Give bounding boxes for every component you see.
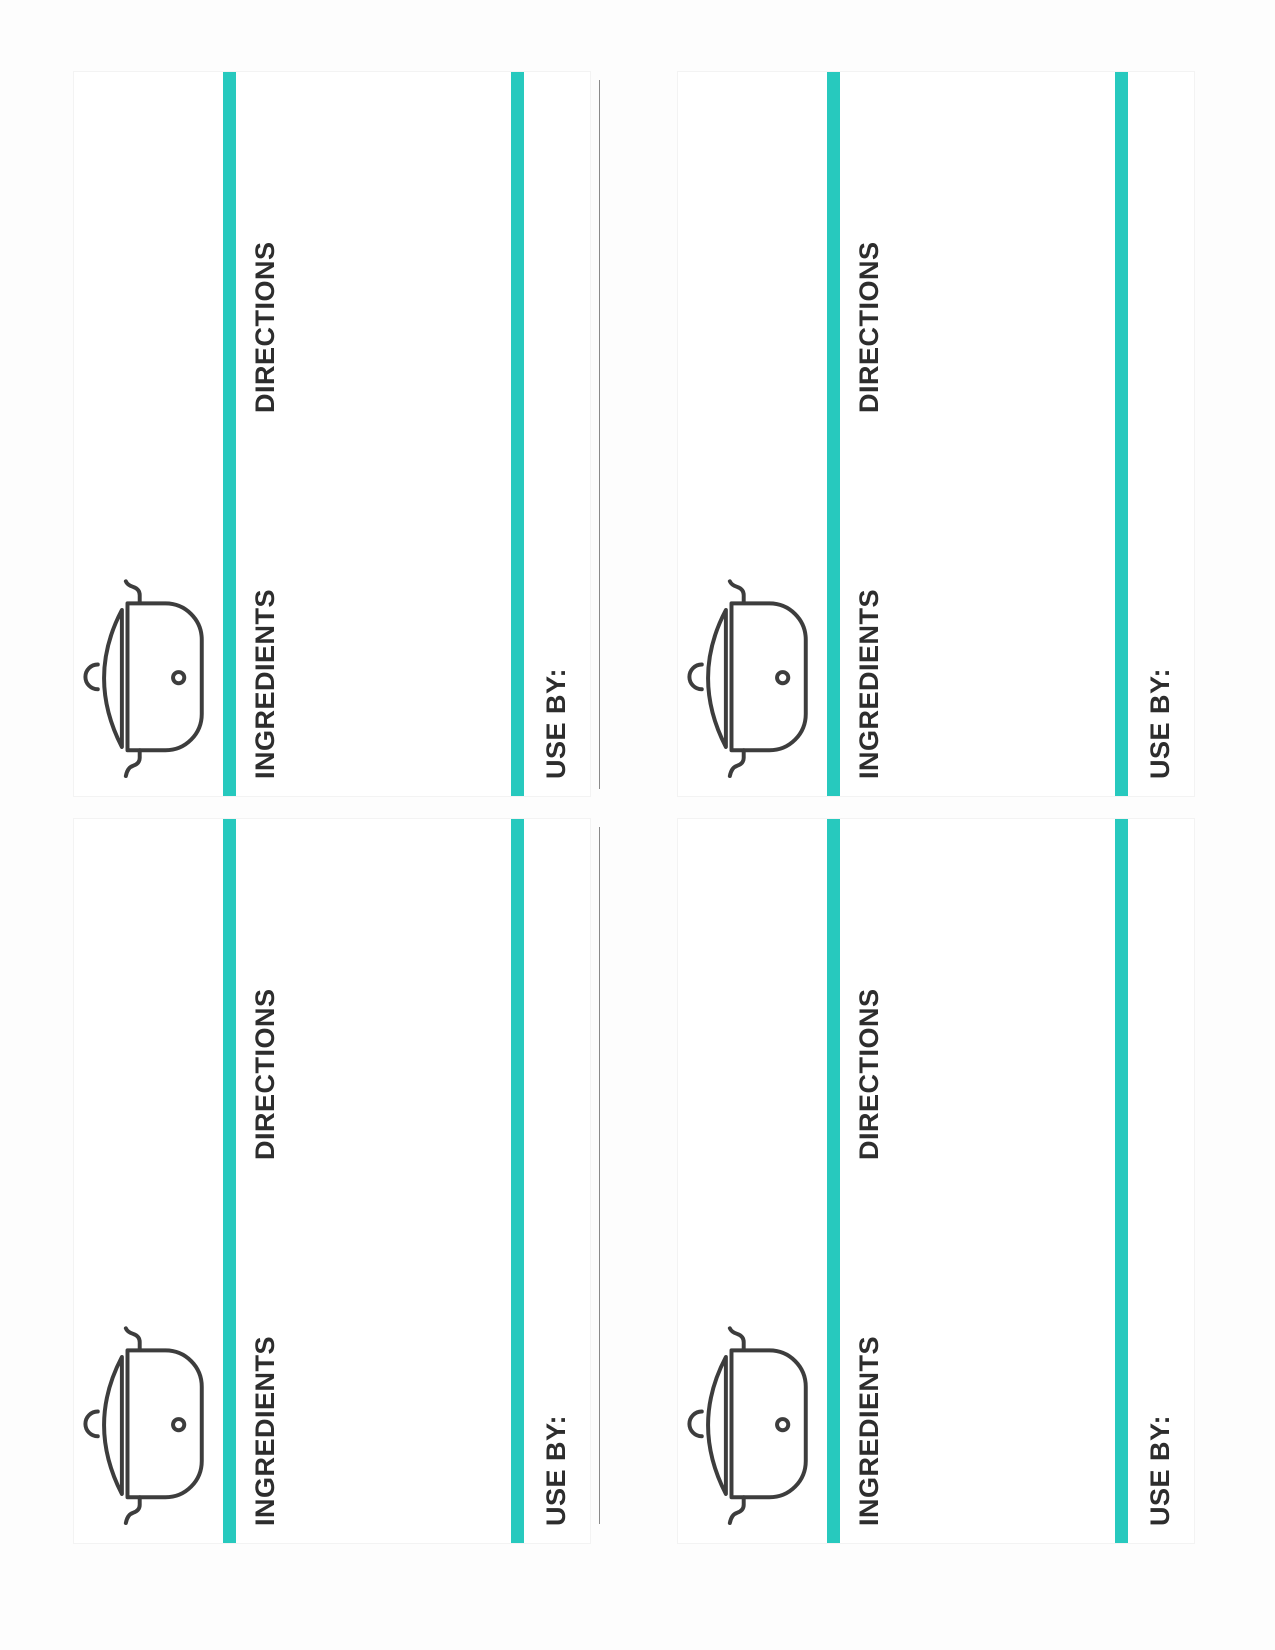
ingredients-label: INGREDIENTS [250, 588, 280, 779]
use-by-label: USE BY: [541, 1414, 571, 1526]
ingredients-label: INGREDIENTS [854, 1335, 884, 1526]
cut-line [599, 827, 600, 1524]
accent-bar [511, 72, 524, 796]
accent-bar [511, 819, 524, 1543]
accent-bar [1115, 72, 1128, 796]
ingredients-label: INGREDIENTS [250, 1335, 280, 1526]
use-by-label: USE BY: [1145, 1414, 1175, 1526]
recipe-card: INGREDIENTS DIRECTIONS USE BY: [677, 71, 1195, 797]
directions-label: DIRECTIONS [250, 988, 280, 1160]
directions-label: DIRECTIONS [854, 988, 884, 1160]
covered-pot-icon [83, 579, 204, 779]
cut-line [599, 80, 600, 789]
recipe-card: INGREDIENTS DIRECTIONS USE BY: [677, 818, 1195, 1544]
recipe-card: INGREDIENTS DIRECTIONS USE BY: [73, 818, 591, 1544]
accent-bar [223, 819, 236, 1543]
ingredients-label: INGREDIENTS [854, 588, 884, 779]
use-by-label: USE BY: [541, 667, 571, 779]
accent-bar [827, 819, 840, 1543]
covered-pot-icon [687, 1326, 808, 1526]
covered-pot-icon [83, 1326, 204, 1526]
recipe-card: INGREDIENTS DIRECTIONS USE BY: [73, 71, 591, 797]
accent-bar [223, 72, 236, 796]
accent-bar [1115, 819, 1128, 1543]
directions-label: DIRECTIONS [854, 241, 884, 413]
accent-bar [827, 72, 840, 796]
use-by-label: USE BY: [1145, 667, 1175, 779]
directions-label: DIRECTIONS [250, 241, 280, 413]
covered-pot-icon [687, 579, 808, 779]
